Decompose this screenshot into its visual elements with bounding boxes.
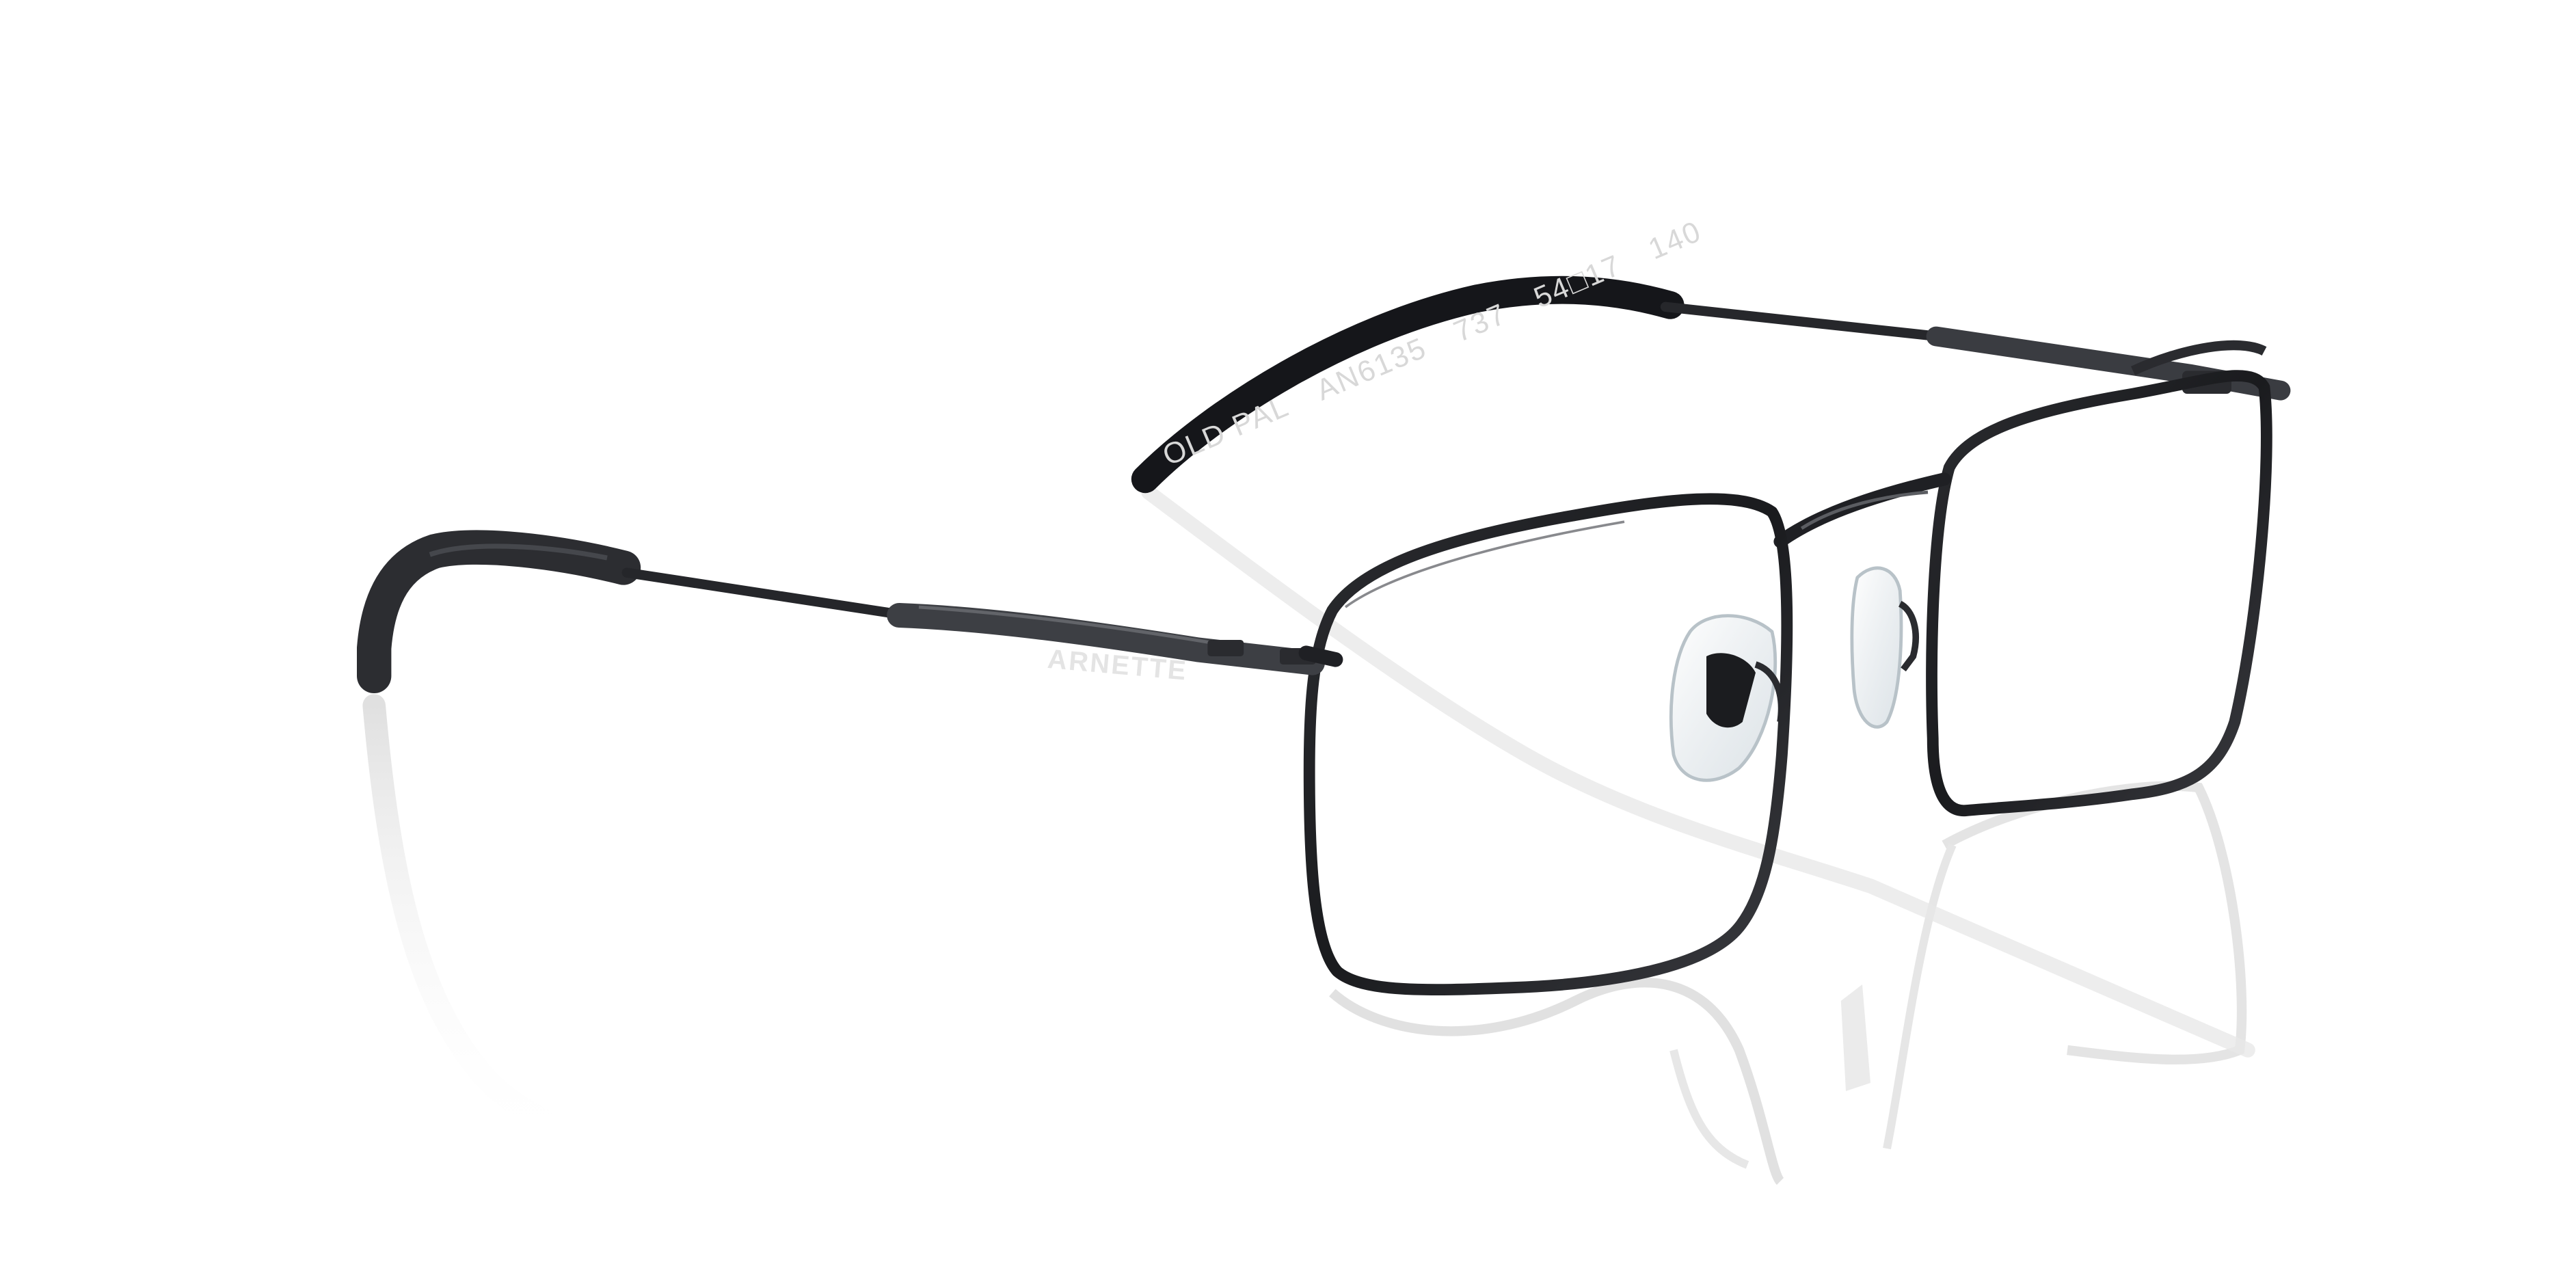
left-lens-rim — [1303, 493, 1793, 996]
nose-pad-right — [1850, 566, 1919, 729]
svg-text:OLD PAL AN6135: OLD PAL AN6135 737 54□17 140 — [1158, 215, 1706, 472]
far-temple: OLD PAL AN6135 737 54□17 140 — [1131, 215, 2291, 494]
temple-inscription-temple-length: 140 — [1644, 215, 1707, 266]
nose-pad-left — [1669, 614, 1785, 782]
right-lens-rim — [1926, 340, 2272, 817]
reflection — [362, 485, 2255, 1185]
near-temple: ARNETTE — [356, 530, 1343, 693]
bridge — [1773, 472, 1951, 548]
